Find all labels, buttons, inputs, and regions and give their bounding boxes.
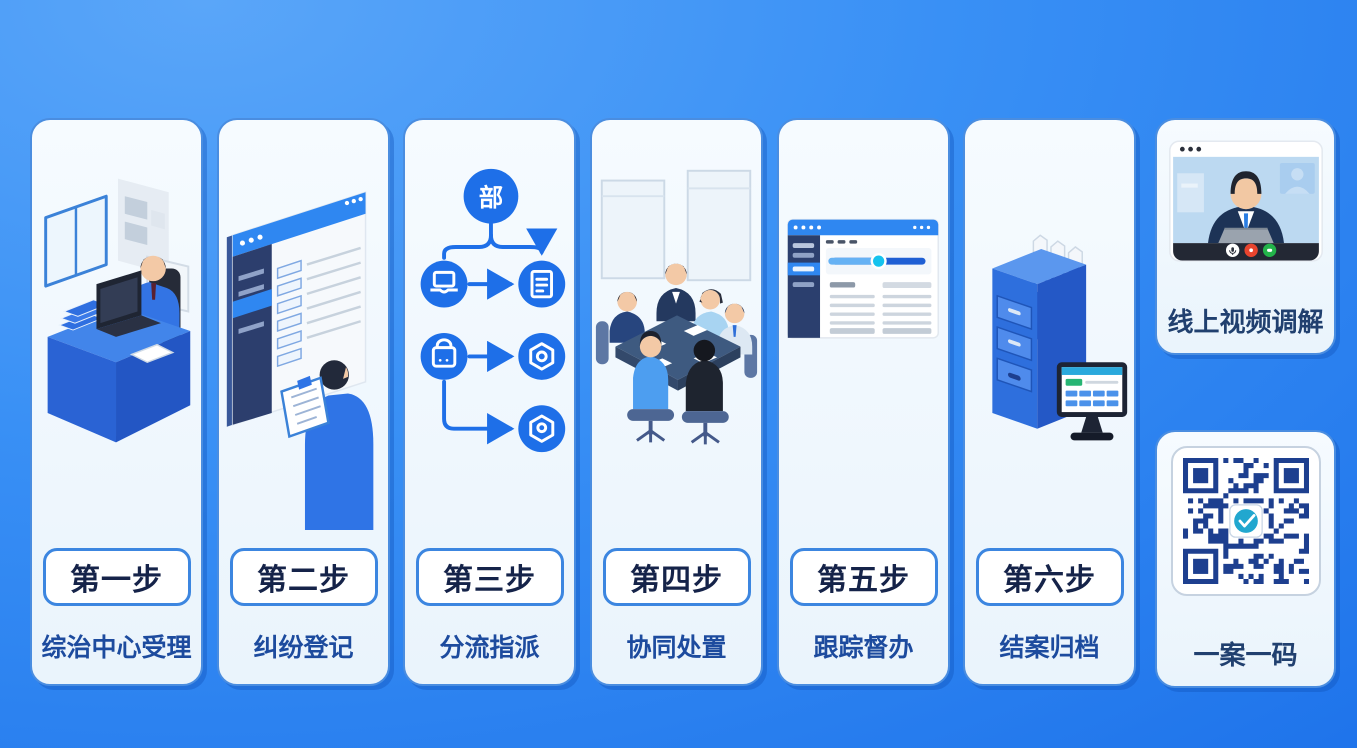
briefcase-icon — [431, 338, 457, 368]
slider-thumb — [870, 253, 887, 270]
video-call-scene — [1168, 140, 1323, 262]
step-caption-1: 综治中心受理 — [41, 633, 192, 662]
window-dots-icon — [1179, 146, 1201, 152]
step-badge-5: 第五步 — [789, 548, 938, 606]
step-caption-6: 结案归档 — [999, 633, 1100, 662]
person-at-desk-scene — [44, 178, 191, 443]
step-label: 第五步 — [817, 563, 910, 598]
shield-hex-icon — [529, 414, 555, 443]
department-node — [463, 168, 519, 224]
laptop-icon — [430, 270, 458, 294]
cabinet-top — [992, 248, 1087, 285]
glass-partition — [686, 169, 752, 282]
desk-side — [116, 331, 191, 443]
chair — [595, 321, 609, 365]
step-badge-1: 第一步 — [42, 548, 191, 606]
illustration-registration — [219, 120, 388, 531]
step-card-5: 第五步 跟踪督办 — [777, 118, 950, 686]
video-call-window — [1168, 140, 1323, 266]
step-card-2: 第二步 纠纷登记 — [217, 118, 390, 686]
step-badge-4: 第四步 — [602, 548, 751, 606]
person — [633, 356, 669, 410]
qr-code-card: 一案一码 — [1155, 430, 1336, 688]
step-badge-2: 第二步 — [229, 548, 378, 606]
laptop-icon — [1217, 228, 1274, 244]
step-label: 第六步 — [1003, 563, 1096, 598]
person — [656, 288, 696, 322]
person — [685, 360, 723, 412]
step-badge-3: 第三步 — [415, 548, 564, 606]
window-sidebar — [232, 244, 272, 425]
person-head — [319, 360, 349, 390]
person-head — [140, 255, 166, 282]
qr-caption: 一案一码 — [1193, 641, 1298, 671]
chair — [681, 411, 729, 423]
video-caption: 线上视频调解 — [1167, 308, 1324, 338]
tracker-window — [787, 218, 939, 339]
desk-front — [47, 336, 117, 443]
person — [609, 311, 645, 343]
window-titlebar — [232, 192, 366, 257]
person-body — [304, 393, 374, 531]
step-caption-2: 纠纷登记 — [253, 633, 354, 662]
cabinet-drawers — [996, 294, 1033, 393]
step-badge-6: 第六步 — [975, 548, 1124, 606]
monitor-icon — [1056, 362, 1128, 441]
illustration-meeting — [592, 120, 761, 530]
step-card-6: 第六步 结案归档 — [963, 118, 1136, 686]
step-caption-3: 分流指派 — [439, 633, 540, 662]
paper-sheet — [129, 343, 175, 364]
chair — [627, 409, 675, 421]
step-label: 第一步 — [70, 563, 163, 598]
flow-connectors — [442, 221, 558, 445]
qr-logo-icon — [1228, 504, 1263, 538]
table-lines — [306, 246, 362, 340]
step-label: 第三步 — [443, 563, 536, 598]
step-caption-5: 跟踪督办 — [813, 633, 914, 662]
illustration-dispatch-flowchart: 部 — [405, 120, 574, 530]
step-label: 第二步 — [257, 563, 350, 598]
illustration-archive — [965, 120, 1134, 530]
illustration-reception-desk — [32, 120, 201, 530]
step-card-3: 部 — [403, 118, 576, 686]
qr-code-image — [1182, 458, 1309, 584]
video-mediation-card: 线上视频调解 — [1155, 118, 1336, 355]
meeting-table — [615, 315, 741, 380]
registration-screen-scene — [226, 191, 374, 531]
illustration-progress-tracker — [779, 120, 948, 530]
gear-hex-icon — [529, 342, 555, 371]
step-label: 第四步 — [630, 563, 723, 598]
window-titlebar — [787, 219, 939, 236]
qr-code — [1170, 446, 1321, 596]
document-icon — [530, 269, 553, 299]
text-lines — [829, 294, 932, 325]
meeting-scene — [595, 169, 758, 445]
window-dots-icon — [793, 225, 931, 230]
archive-scene — [992, 234, 1128, 441]
dispatch-flowchart: 部 — [420, 168, 566, 453]
step-card-4: 第四步 协同处置 — [590, 118, 763, 686]
step-caption-4: 协同处置 — [626, 633, 727, 662]
step-card-1: 第一步 综治中心受理 — [30, 118, 203, 686]
participant-thumbnail — [1279, 163, 1315, 194]
department-node-label: 部 — [479, 183, 503, 212]
form-field-boxes — [276, 259, 302, 368]
qr-finder-patterns — [1182, 458, 1309, 584]
qr-modules — [1182, 458, 1309, 584]
progress-fill — [828, 257, 879, 265]
